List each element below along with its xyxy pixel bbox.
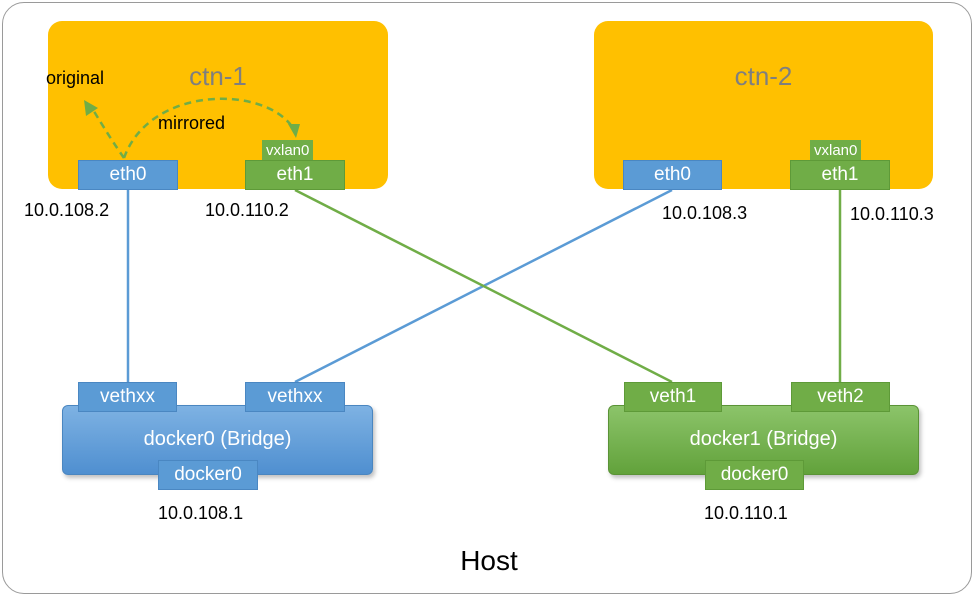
host-frame bbox=[2, 2, 972, 594]
ctn1-title: ctn-1 bbox=[189, 61, 247, 91]
ctn2-vxlan0-tag: vxlan0 bbox=[810, 140, 862, 160]
ctn1-eth1-ip: 10.0.110.2 bbox=[205, 200, 289, 220]
ctn1-eth0-ip: 10.0.108.2 bbox=[24, 200, 110, 220]
ctn2-eth1[interactable]: eth1 bbox=[790, 160, 890, 190]
original-label: original bbox=[46, 68, 105, 88]
docker0-ip: 10.0.108.1 bbox=[158, 503, 244, 523]
ctn1-vxlan0-tag: vxlan0 bbox=[262, 140, 314, 160]
docker1-port-right[interactable]: veth2 bbox=[791, 382, 890, 412]
docker1-bridge-title: docker1 (Bridge) bbox=[689, 428, 838, 450]
ctn1-eth1[interactable]: eth1 bbox=[245, 160, 345, 190]
mirrored-arrowhead bbox=[288, 124, 300, 138]
host-label: Host bbox=[460, 545, 518, 576]
original-arrowhead bbox=[84, 100, 98, 116]
ctn1-eth0[interactable]: eth0 bbox=[78, 160, 178, 190]
mirrored-arrow bbox=[122, 97, 295, 159]
ctn2-eth1-ip: 10.0.110.3 bbox=[850, 204, 934, 224]
docker1-port-left[interactable]: veth1 bbox=[624, 382, 722, 412]
docker0-port-left[interactable]: vethxx bbox=[78, 382, 177, 412]
ctn2-eth0-ip: 10.0.108.3 bbox=[662, 203, 748, 223]
docker0-bottom-port[interactable]: docker0 bbox=[158, 460, 258, 490]
ctn2-eth0[interactable]: eth0 bbox=[623, 160, 722, 190]
docker0-bridge-title: docker0 (Bridge) bbox=[143, 428, 292, 450]
docker1-ip: 10.0.110.1 bbox=[704, 503, 788, 523]
docker0-port-right[interactable]: vethxx bbox=[245, 382, 345, 412]
ctn2-title: ctn-2 bbox=[734, 61, 793, 91]
docker1-bottom-port[interactable]: docker0 bbox=[705, 460, 804, 490]
original-arrow bbox=[90, 107, 126, 159]
link-ctn1-eth1-veth1 bbox=[294, 188, 673, 384]
mirrored-label: mirrored bbox=[158, 113, 226, 133]
